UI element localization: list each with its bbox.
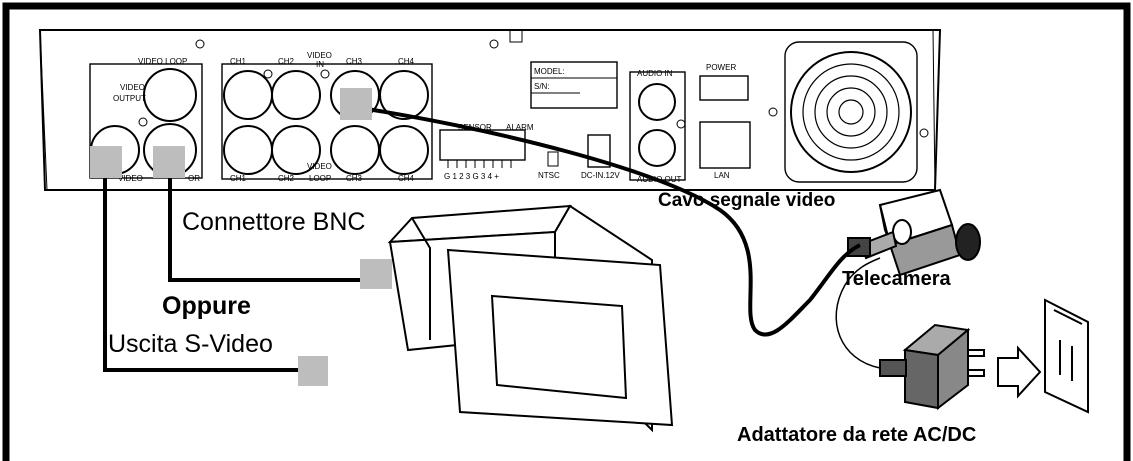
connector-marker bbox=[298, 356, 328, 386]
or-label: Oppure bbox=[162, 292, 251, 320]
panel-ch4-bottom: CH4 bbox=[398, 174, 415, 183]
wall-socket bbox=[1044, 298, 1089, 414]
connector-marker bbox=[360, 259, 392, 289]
camera bbox=[847, 188, 981, 277]
panel-video-loop-bottom-2: LOOP bbox=[309, 174, 331, 183]
panel-ch3-top: CH3 bbox=[346, 57, 363, 66]
svideo-output-label: Uscita S-Video bbox=[108, 330, 273, 358]
panel-dc-in: DC-IN.12V bbox=[581, 171, 620, 180]
panel-ntsc: NTSC bbox=[538, 171, 560, 180]
connector-marker bbox=[153, 146, 185, 178]
panel-video-bottom: VIDEO bbox=[118, 174, 143, 183]
panel-audio-in: AUDIO IN bbox=[637, 69, 673, 78]
panel-s-video-bottom: OR bbox=[188, 174, 200, 183]
panel-sn: S/N: bbox=[534, 82, 550, 91]
camera-video-cable bbox=[354, 105, 861, 337]
power-adapter bbox=[879, 323, 985, 411]
panel-video-in-2: IN bbox=[316, 60, 324, 69]
panel-power: POWER bbox=[706, 63, 736, 72]
panel-terminals: G 1 2 3 G 3 4 + bbox=[444, 172, 499, 181]
panel-video-loop-top: VIDEO LOOP bbox=[138, 57, 187, 66]
bnc-connector-label: Connettore BNC bbox=[182, 208, 366, 236]
panel-video-loop-bottom-1: VIDEO bbox=[307, 162, 332, 171]
panel-video-in-1: VIDEO bbox=[307, 51, 332, 60]
panel-lan: LAN bbox=[714, 171, 730, 180]
panel-alarm: ALARM bbox=[506, 123, 534, 132]
panel-ch1-top: CH1 bbox=[230, 57, 247, 66]
connector-marker bbox=[90, 146, 122, 178]
panel-ch4-top: CH4 bbox=[398, 57, 415, 66]
svideo-cable bbox=[103, 162, 310, 372]
dvr-rear-panel: VIDEO LOOP VIDEO OUTPUT CH1 CH2 VIDEO IN… bbox=[38, 29, 942, 191]
panel-ch2-top: CH2 bbox=[278, 57, 295, 66]
video-cable-label: Cavo segnale video bbox=[658, 190, 836, 211]
panel-ch2-bottom: CH2 bbox=[278, 174, 295, 183]
panel-ch1-bottom: CH1 bbox=[230, 174, 247, 183]
panel-model: MODEL: bbox=[534, 67, 565, 76]
panel-ch3-bottom: CH3 bbox=[346, 174, 363, 183]
adapter-label: Adattatore da rete AC/DC bbox=[737, 424, 977, 446]
arrow-to-socket bbox=[997, 345, 1042, 399]
panel-video-output-1: VIDEO bbox=[120, 83, 145, 92]
panel-video-output-2: OUTPUT bbox=[113, 94, 146, 103]
adapter-cable bbox=[835, 257, 881, 369]
monitor bbox=[387, 204, 674, 433]
connector-marker bbox=[340, 88, 372, 120]
camera-label: Telecamera bbox=[842, 268, 951, 290]
bnc-cable bbox=[168, 162, 375, 282]
